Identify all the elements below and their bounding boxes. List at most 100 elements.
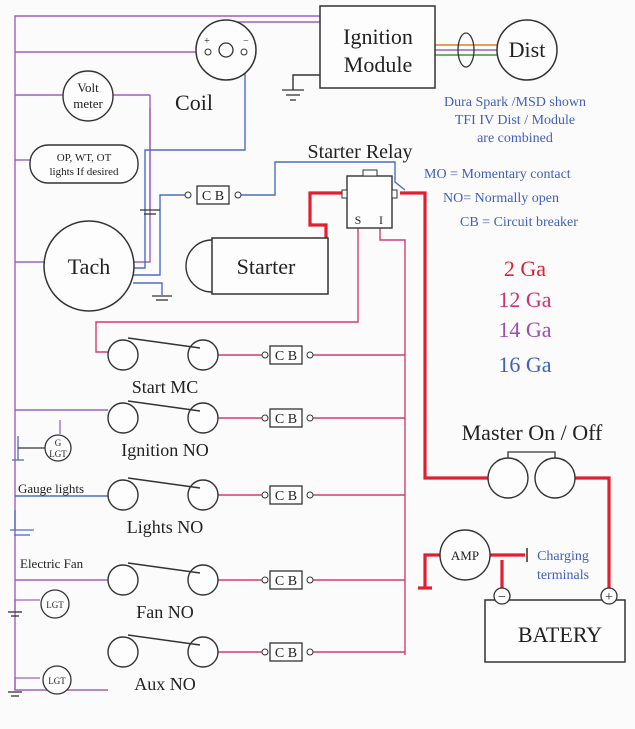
aux-lgt-lamp: LGT — [42, 665, 72, 695]
gauge-lights-label: Gauge lights — [18, 481, 84, 496]
lights-label-2: lights If desired — [49, 166, 119, 178]
circuit-breaker-relay: C B — [184, 185, 242, 205]
dist-label: Dist — [509, 37, 546, 62]
cb-label-relay: C B — [202, 189, 224, 204]
switch-label: Lights NO — [127, 517, 204, 537]
g-lgt-label-2: LGT — [49, 449, 67, 459]
coil-minus-terminal — [240, 48, 248, 56]
fan-lgt-lamp: LGT — [40, 589, 70, 619]
electric-fan-label: Electric Fan — [20, 556, 84, 571]
switch-contact-right — [187, 402, 219, 434]
blue-wire-cb-relay — [240, 161, 406, 196]
switch-contact-right — [187, 479, 219, 511]
starter-motor: Starter — [185, 237, 329, 295]
cb-label: C B — [275, 489, 297, 504]
circuit-breaker: C B — [261, 485, 314, 505]
wire-aux-lgt — [14, 677, 40, 690]
blue-wire-tach-ground — [133, 282, 163, 295]
switch-row: Fan NOC B — [107, 562, 314, 622]
note-mo: MO = Momentary contact — [424, 167, 571, 182]
switch-contact-left — [107, 564, 139, 596]
ground-icon-aux-lgt — [8, 691, 22, 697]
switch-blade — [127, 634, 201, 646]
note-no: NO= Normally open — [443, 191, 559, 206]
warning-lights: OP, WT, OT lights If desired — [29, 144, 139, 184]
wire-module-ground — [292, 74, 320, 90]
switch-blade — [127, 477, 201, 489]
switch-blade — [127, 400, 201, 412]
red-wire-relay-master — [400, 191, 495, 480]
switch-row: Lights NO C B — [107, 477, 314, 537]
battery-pos-terminal — [600, 587, 618, 605]
coil-minus-label: − — [243, 36, 249, 47]
ground-icon-tach — [152, 295, 172, 301]
relay-s-label: S — [355, 213, 362, 227]
master-label: Master On / Off — [462, 420, 603, 445]
charging-label-2: terminals — [537, 568, 589, 583]
amp-meter: AMP — [439, 529, 491, 581]
g-lgt-lamp: G LGT — [44, 434, 72, 462]
note-dura-1: Dura Spark /MSD shown — [444, 95, 586, 110]
switch-contact-left — [107, 636, 139, 668]
red-wire-master-battery — [567, 476, 611, 592]
coil: + − Coil — [175, 19, 257, 115]
battery-pos-label: + — [605, 590, 613, 605]
switch-contact-right — [187, 339, 219, 371]
blue-wire-tach-cb — [133, 194, 185, 276]
distributor: Dist — [457, 19, 558, 81]
cb-label: C B — [275, 349, 297, 364]
red-wire-starter — [308, 191, 347, 240]
switch-contact-left — [107, 402, 139, 434]
cb-label: C B — [275, 574, 297, 589]
battery-neg-terminal — [493, 587, 511, 605]
legend-item: 16 Ga — [498, 352, 551, 377]
g-lgt-label-1: G — [55, 438, 62, 448]
battery-neg-label: − — [498, 590, 506, 605]
wire-fan-lgt — [14, 599, 40, 610]
battery: BATERY − + — [484, 587, 626, 663]
volt-meter: Volt meter — [62, 70, 114, 122]
circuit-breaker: C B — [261, 570, 314, 590]
red-wire-amp-ground — [423, 553, 440, 588]
volt-label-2: meter — [73, 96, 103, 111]
switch-contact-left — [107, 339, 139, 371]
battery-label: BATERY — [518, 622, 602, 647]
master-switch: Master On / Off — [462, 420, 603, 499]
switch-row: Start MC C B — [107, 337, 314, 397]
starter-relay: Starter Relay S I — [308, 141, 412, 229]
ground-icon-volt — [140, 209, 160, 215]
coil-plus-terminal — [204, 48, 212, 56]
relay-i-label: I — [379, 213, 383, 227]
switch-contact-right — [187, 636, 219, 668]
circuit-breaker: C B — [261, 642, 314, 662]
circuit-breaker: C B — [261, 345, 314, 365]
coil-label: Coil — [175, 90, 213, 115]
purple-wire-tach-coil — [133, 108, 151, 263]
ground-icon-fan-lgt — [8, 611, 22, 617]
starter-label: Starter — [237, 254, 296, 279]
amp-label: AMP — [451, 548, 479, 563]
switch-contact-right — [187, 564, 219, 596]
switch-blade — [127, 337, 201, 349]
coil-plus-label: + — [204, 36, 210, 47]
charging-label-1: Charging — [537, 549, 589, 564]
ignition-module-label-1: Ignition — [343, 24, 413, 49]
switch-label: Aux NO — [134, 674, 196, 694]
switch-row: Aux NO C B — [107, 634, 314, 694]
switch-label: Start MC — [132, 377, 199, 397]
cb-label: C B — [275, 646, 297, 661]
tach-label: Tach — [68, 254, 110, 279]
note-dura-2: TFI IV Dist / Module — [455, 113, 575, 128]
legend-item: 12 Ga — [498, 287, 551, 312]
switch-blade — [127, 562, 201, 574]
pink-wire-bus — [379, 225, 406, 655]
dist-harness-ring — [457, 32, 475, 68]
pink-wire-relay-s — [95, 225, 359, 353]
cb-label: C B — [275, 412, 297, 427]
lights-label-1: OP, WT, OT — [57, 152, 112, 164]
legend-item: 14 Ga — [498, 317, 551, 342]
switch-label: Ignition NO — [121, 440, 209, 460]
